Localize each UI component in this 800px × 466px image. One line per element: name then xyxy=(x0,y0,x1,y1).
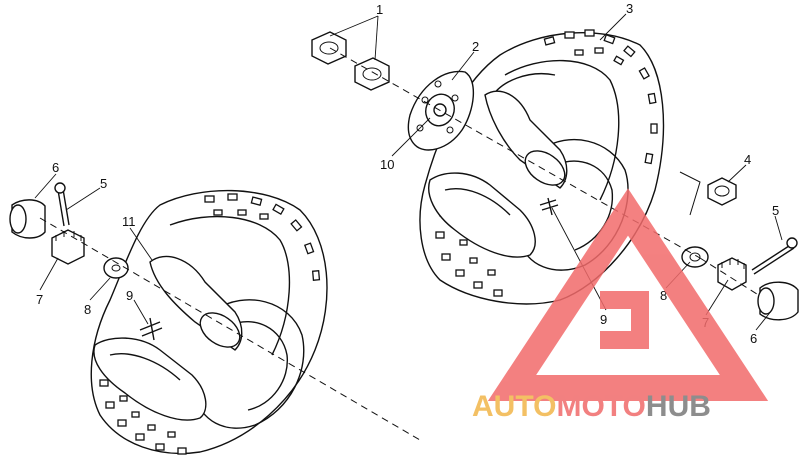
callout-2: 2 xyxy=(472,39,479,54)
callout-9-left: 9 xyxy=(126,288,133,303)
right-hub-cap xyxy=(757,281,799,321)
callout-9-right: 9 xyxy=(600,312,607,327)
right-stud-bolt xyxy=(539,197,559,216)
callout-11: 11 xyxy=(122,214,136,229)
callout-4: 4 xyxy=(744,152,751,167)
left-cotter-pin xyxy=(54,182,70,227)
left-washer xyxy=(103,257,129,279)
callout-3: 3 xyxy=(626,1,633,16)
callout-6-left: 6 xyxy=(52,160,59,175)
left-stud-bolt xyxy=(139,317,163,341)
callout-8-left: 8 xyxy=(84,302,91,317)
callout-5-right: 5 xyxy=(772,203,779,218)
callout-1: 1 xyxy=(376,2,383,17)
left-wheel-assembly xyxy=(90,189,328,455)
callout-5-left: 5 xyxy=(100,176,107,191)
left-tire-tread xyxy=(99,193,321,455)
callout-6-right: 6 xyxy=(750,331,757,346)
callout-leaders xyxy=(34,13,783,331)
left-castle-nut xyxy=(51,229,85,265)
automotohub-watermark: AUTOMOTOHUB xyxy=(472,188,769,423)
left-hub-cap xyxy=(9,199,46,239)
callout-8-right: 8 xyxy=(660,288,667,303)
callout-10: 10 xyxy=(380,157,394,172)
right-cotter-pin xyxy=(751,237,798,275)
watermark-text: AUTOMOTOHUB xyxy=(472,390,711,423)
right-castle-nut xyxy=(717,257,747,291)
callout-7-left: 7 xyxy=(36,292,43,307)
axle-nut-upper xyxy=(311,31,347,65)
right-cotter-pin-item4 xyxy=(707,177,737,206)
watermark-triangle-logo xyxy=(487,188,769,401)
right-tire-tread xyxy=(435,29,658,297)
callout-labels: 1 2 3 4 5 6 7 8 9 10 6 5 7 8 9 11 xyxy=(36,1,779,346)
axle-nut-lower xyxy=(354,57,390,91)
